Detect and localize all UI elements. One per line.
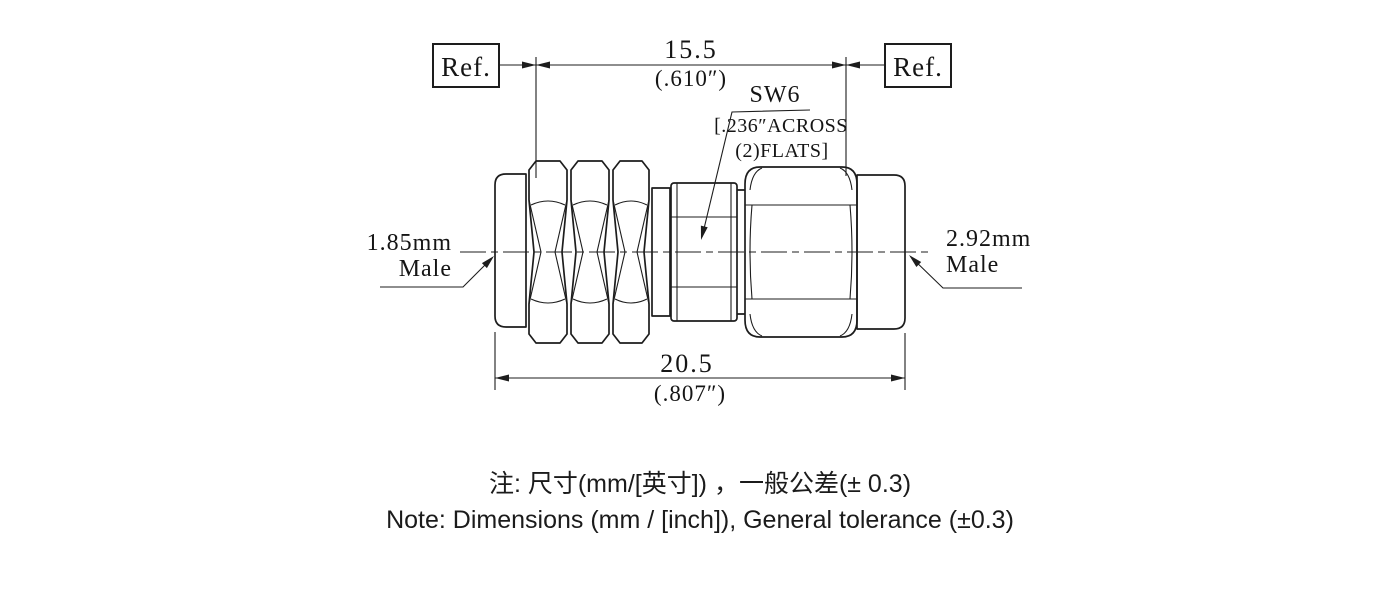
hex-corner-arc: [839, 313, 853, 337]
nut-segment: [528, 160, 568, 344]
nut-facet-line: [596, 199, 610, 305]
arrowhead: [846, 61, 860, 69]
arrowhead: [522, 61, 536, 69]
nut-cap-line: [530, 298, 566, 304]
sw6-label: SW6: [750, 82, 801, 108]
note-chinese: 注: 尺寸(mm/[英寸]) ，一般公差(± 0.3): [488, 470, 912, 498]
note-english: Note: Dimensions (mm / [inch]), General …: [386, 506, 1014, 534]
top-dimension: Ref. Ref. 15.5 (.610″): [432, 35, 952, 178]
ref-label-right: Ref.: [893, 52, 943, 82]
arrowhead: [495, 374, 509, 382]
left-connector-size: 1.85mm: [367, 230, 452, 256]
right-connector-callout: 2.92mm Male: [909, 226, 1031, 289]
nut-cap-line: [614, 200, 648, 206]
neck-groove: [651, 187, 671, 317]
dim-bottom-mm: 20.5: [660, 349, 714, 378]
arrowhead: [891, 374, 905, 382]
nut-cap-line: [572, 200, 608, 206]
flats-body: [670, 182, 738, 322]
hex-corner-arc: [749, 167, 763, 191]
arrowhead: [481, 256, 494, 269]
notes-block: 注: 尺寸(mm/[英寸]) ，一般公差(± 0.3) Note: Dimens…: [0, 466, 1400, 538]
nut-cap-line: [614, 298, 648, 304]
bottom-dimension: 20.5 (.807″): [494, 332, 906, 406]
dim-top-inch: (.610″): [655, 66, 727, 91]
nut-cap-line: [530, 200, 566, 206]
leader-line: [701, 109, 811, 238]
nut-segment: [612, 160, 650, 344]
ref-box-left: [432, 43, 500, 88]
arrowhead: [832, 61, 846, 69]
nut-facet-line: [636, 199, 650, 305]
sw6-flats-section: [670, 182, 738, 322]
hex-corner-arc: [839, 167, 853, 191]
arrowhead: [536, 61, 550, 69]
nut-facet-line: [528, 199, 542, 305]
hex-chamfer-curve: [849, 204, 853, 300]
dim-top-mm: 15.5: [664, 35, 718, 64]
left-connector-callout: 1.85mm Male: [367, 230, 494, 288]
nut-segment: [570, 160, 610, 344]
nut-cap-line: [572, 298, 608, 304]
ref-box-right: [884, 43, 952, 88]
leader-line: [380, 257, 493, 288]
nut-facet-line: [612, 199, 626, 305]
coupling-nut: [528, 160, 650, 344]
hex-corner-arc: [749, 313, 763, 337]
hex-chamfer-curve: [749, 204, 753, 300]
nut-facet-line: [554, 199, 568, 305]
sw6-callout: SW6 [.236″ACROSS (2)FLATS]: [700, 82, 848, 240]
right-connector-gender: Male: [946, 252, 999, 278]
sw6-detail-line2: (2)FLATS]: [735, 140, 828, 162]
ref-label-left: Ref.: [441, 52, 491, 82]
right-barrel: [856, 174, 906, 330]
left-barrel: [494, 173, 527, 328]
right-connector-size: 2.92mm: [946, 226, 1031, 252]
arrowhead: [909, 255, 922, 267]
neck-step: [737, 189, 745, 315]
left-connector-gender: Male: [399, 256, 452, 282]
nut-facet-line: [570, 199, 584, 305]
leader-line: [910, 256, 1022, 289]
sw6-detail-line1: [.236″ACROSS: [714, 115, 848, 137]
dim-bottom-inch: (.807″): [654, 381, 726, 406]
arrowhead: [700, 225, 708, 240]
